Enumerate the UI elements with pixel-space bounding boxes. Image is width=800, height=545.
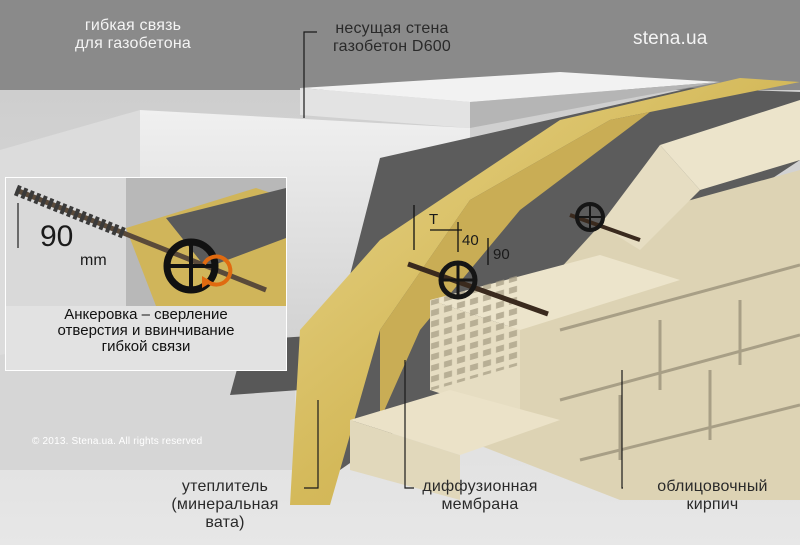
rotation-arrowhead-icon [202, 276, 212, 288]
inset-caption-line2: отверстия и ввинчивание [57, 322, 235, 339]
facing-brick-wall [350, 100, 800, 500]
label-membrane-line2: мембрана [441, 496, 519, 513]
label-insulation-line2: (минеральная вата) [171, 496, 279, 531]
anchoring-detail-inset: 90 mm Анкеровка – сверление отверстия и … [5, 177, 287, 371]
inset-dimension-unit: mm [80, 252, 107, 269]
leader-lines [303, 31, 623, 489]
block-top-face [300, 72, 720, 102]
label-flexible-tie-line1: гибкая связь [84, 17, 182, 34]
dimension-90: 90 [493, 246, 510, 263]
label-bearing-wall: несущая стена газобетон D600 [322, 20, 462, 56]
label-membrane-line1: диффузионная [422, 478, 538, 495]
inset-dimension-value: 90 [40, 220, 74, 253]
block-front-top [300, 88, 470, 128]
label-flexible-tie-line2: для газобетона [75, 35, 191, 52]
plastic-washer [163, 238, 219, 294]
label-membrane: диффузионная мембрана [410, 478, 550, 514]
copyright-notice: © 2013. Stena.ua. All rights reserved [32, 436, 203, 447]
dimension-t: T [429, 211, 439, 228]
label-bearing-wall-line2: газобетон D600 [333, 38, 451, 55]
brand-logo: stena.ua [633, 28, 708, 49]
inset-caption: Анкеровка – сверление отверстия и ввинчи… [6, 307, 286, 355]
label-flexible-tie: гибкая связь для газобетона [58, 17, 208, 53]
dimension-40: 40 [462, 232, 479, 249]
flexible-tie-front [407, 260, 549, 317]
label-insulation: утеплитель (минеральная вата) [150, 478, 300, 532]
label-bearing-wall-line1: несущая стена [335, 20, 449, 37]
inset-caption-line3: гибкой связи [101, 338, 191, 355]
top-band [0, 0, 800, 90]
label-facing-brick: облицовочный кирпич [640, 478, 785, 514]
label-facing-brick-line1: облицовочный [657, 478, 768, 495]
label-insulation-line1: утеплитель [181, 478, 269, 495]
anchoring-detail-illustration [6, 178, 286, 370]
mineral-wool-face [380, 112, 650, 420]
rotation-arrow-icon [202, 254, 233, 287]
label-facing-brick-line2: кирпич [686, 496, 739, 513]
inset-caption-line1: Анкеровка – сверление [64, 306, 228, 323]
mineral-wool [290, 78, 800, 505]
block-side [470, 82, 720, 128]
dimension-lines [413, 205, 489, 265]
screw-tie [13, 184, 267, 293]
flexible-tie-back [569, 202, 641, 242]
